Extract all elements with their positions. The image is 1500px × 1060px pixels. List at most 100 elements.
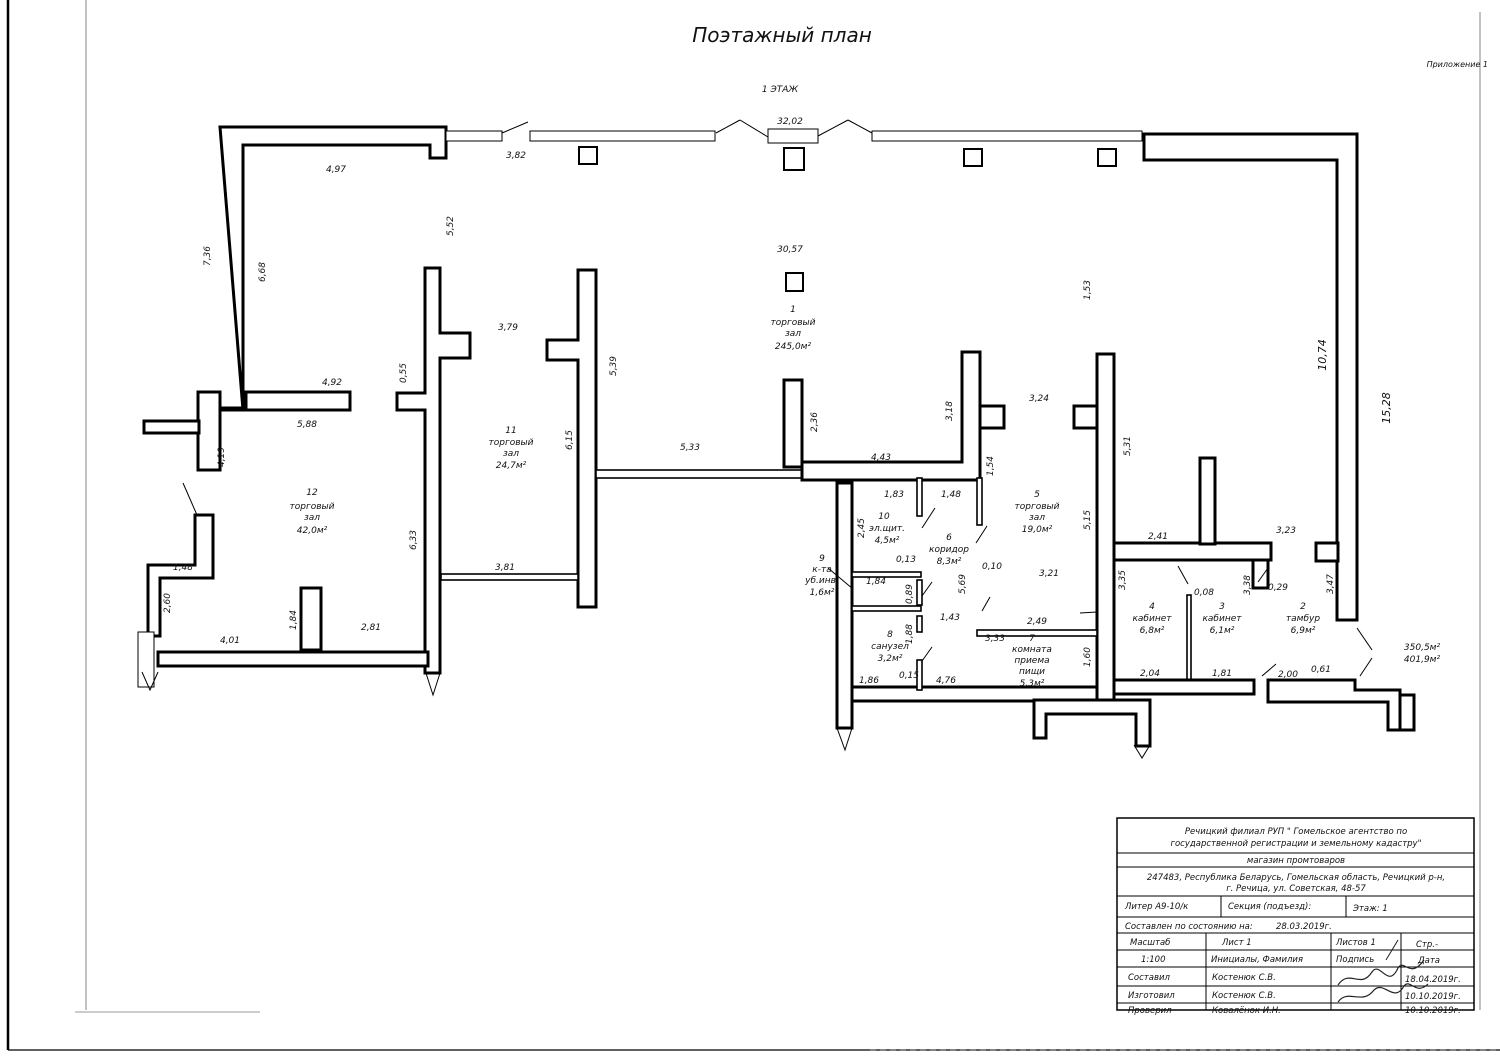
stamp-sign-label: Подпись bbox=[1336, 955, 1374, 965]
dim-2-36: 2,36 bbox=[810, 412, 820, 432]
stamp-scale: 1:100 bbox=[1141, 955, 1166, 965]
svg-text:торговый: торговый bbox=[489, 438, 534, 448]
dim-6-68: 6,68 bbox=[258, 262, 268, 282]
room-9-label: 9 к-та уб.инв. 1,6м² bbox=[804, 554, 839, 598]
room-11-label: 11 торговый зал 24,7м² bbox=[489, 426, 534, 471]
total-area-2: 401,9м² bbox=[1404, 655, 1441, 665]
dim-3-81: 3,81 bbox=[495, 563, 515, 573]
svg-text:к-та: к-та bbox=[812, 565, 831, 575]
svg-text:3: 3 bbox=[1219, 602, 1225, 612]
svg-text:зал: зал bbox=[1029, 513, 1045, 523]
svg-text:комната: комната bbox=[1012, 645, 1052, 655]
columns bbox=[578, 146, 1117, 292]
svg-text:11: 11 bbox=[505, 426, 516, 436]
dim-1-54: 1,54 bbox=[986, 456, 996, 476]
svg-text:тамбур: тамбур bbox=[1286, 614, 1320, 624]
svg-text:245,0м²: 245,0м² bbox=[775, 342, 812, 352]
dim-3-47: 3,47 bbox=[1326, 574, 1336, 594]
dim-5-39: 5,39 bbox=[609, 356, 619, 376]
dim-0-61: 0,61 bbox=[1311, 665, 1331, 675]
svg-text:коридор: коридор bbox=[929, 545, 969, 555]
room-4-label: 4 кабинет 6,8м² bbox=[1132, 602, 1172, 636]
stamp-name-2: Костенюк С.В. bbox=[1212, 991, 1276, 1001]
dim-5-15: 5,15 bbox=[1083, 510, 1093, 530]
svg-text:24,7м²: 24,7м² bbox=[496, 461, 527, 471]
dim-1-53: 1,53 bbox=[1083, 280, 1093, 300]
stamp-date-label: Дата bbox=[1417, 956, 1440, 966]
dim-3-33: 3,33 bbox=[985, 634, 1005, 644]
room-7-label: 7 комната приема пищи 5,3м² bbox=[1012, 634, 1052, 689]
svg-text:6,8м²: 6,8м² bbox=[1140, 626, 1165, 636]
svg-text:9: 9 bbox=[819, 554, 825, 564]
stamp-sheets-label: Листов 1 bbox=[1335, 938, 1376, 948]
dim-30-57: 30,57 bbox=[777, 245, 803, 255]
stamp-role-1: Составил bbox=[1128, 973, 1171, 983]
stamp-name-1: Костенюк С.В. bbox=[1212, 973, 1276, 983]
room-8-label: 8 санузел 3,2м² bbox=[871, 630, 909, 664]
dim-1-48-a: 1,48 bbox=[941, 490, 961, 500]
stamp-org-line1: Речицкий филиал РУП " Гомельское агентст… bbox=[1185, 827, 1407, 837]
svg-text:торговый: торговый bbox=[1015, 502, 1060, 512]
svg-text:12: 12 bbox=[306, 488, 318, 498]
dim-1-83: 1,83 bbox=[884, 490, 904, 500]
dim-0-89: 0,89 bbox=[905, 584, 915, 604]
svg-text:торговый: торговый bbox=[290, 502, 335, 512]
room-1-label: 1 торговый зал 245,0м² bbox=[771, 305, 816, 352]
dim-4-43: 4,43 bbox=[871, 453, 891, 463]
svg-text:1,6м²: 1,6м² bbox=[810, 588, 835, 598]
dim-5-31: 5,31 bbox=[1123, 436, 1133, 456]
title-block: Речицкий филиал РУП " Гомельское агентст… bbox=[1116, 817, 1475, 1016]
svg-text:42,0м²: 42,0м² bbox=[297, 526, 328, 536]
stamp-address-line2: г. Речица, ул. Советская, 48-57 bbox=[1226, 884, 1366, 894]
dim-1-48-b: 1,48 bbox=[173, 563, 193, 573]
room-12-label: 12 торговый зал 42,0м² bbox=[290, 488, 335, 536]
stamp-object: магазин промтоваров bbox=[1247, 856, 1345, 866]
room-5-label: 5 торговый зал 19,0м² bbox=[1015, 490, 1060, 535]
stamp-liter: Литер А9-10/к bbox=[1124, 902, 1189, 912]
room-10-label: 10 эл.щит. 4,5м² bbox=[869, 512, 905, 546]
dim-0-13: 0,13 bbox=[896, 555, 916, 565]
dim-3-82: 3,82 bbox=[506, 151, 526, 161]
stamp-pages-label: Стр.- bbox=[1416, 940, 1438, 950]
svg-text:зал: зал bbox=[503, 449, 519, 459]
svg-text:5: 5 bbox=[1034, 490, 1040, 500]
door-swings bbox=[827, 507, 1373, 677]
dim-1-86: 1,86 bbox=[859, 676, 879, 686]
dim-0-10: 0,10 bbox=[982, 562, 1002, 572]
appendix-label: Приложение 1 bbox=[1427, 60, 1488, 69]
svg-text:кабинет: кабинет bbox=[1202, 614, 1242, 624]
dim-3-18: 3,18 bbox=[945, 401, 955, 421]
dim-4-92: 4,92 bbox=[322, 378, 342, 388]
svg-text:2: 2 bbox=[1300, 602, 1306, 612]
room-labels: 1 торговый зал 245,0м² 11 торговый зал 2… bbox=[290, 305, 1441, 689]
svg-text:6,1м²: 6,1м² bbox=[1210, 626, 1235, 636]
room-2-label: 2 тамбур 6,9м² bbox=[1286, 602, 1320, 636]
svg-text:5,3м²: 5,3м² bbox=[1020, 679, 1045, 689]
dim-2-41: 2,41 bbox=[1148, 532, 1168, 542]
svg-text:4: 4 bbox=[1149, 602, 1155, 612]
svg-text:6,9м²: 6,9м² bbox=[1291, 626, 1316, 636]
dim-2-81: 2,81 bbox=[361, 623, 381, 633]
dim-4-97: 4,97 bbox=[326, 165, 346, 175]
room-6-label: 6 коридор 8,3м² bbox=[929, 533, 969, 567]
dim-5-33: 5,33 bbox=[680, 443, 700, 453]
dim-1-84: 1,84 bbox=[866, 577, 886, 587]
dim-1-88: 1,88 bbox=[905, 624, 915, 644]
dim-2-49: 2,49 bbox=[1027, 617, 1047, 627]
svg-text:санузел: санузел bbox=[871, 642, 909, 652]
dim-1-60: 1,60 bbox=[1083, 647, 1093, 667]
signature-scribble bbox=[1337, 939, 1429, 1003]
stamp-role-2: Изготовил bbox=[1128, 991, 1175, 1001]
dim-10-74: 10,74 bbox=[1316, 339, 1329, 371]
svg-text:3,2м²: 3,2м² bbox=[878, 654, 903, 664]
stamp-floor: Этаж: 1 bbox=[1352, 904, 1388, 914]
svg-text:уб.инв.: уб.инв. bbox=[804, 576, 839, 586]
dim-5-88: 5,88 bbox=[297, 420, 317, 430]
svg-text:8,3м²: 8,3м² bbox=[937, 557, 962, 567]
stamp-name-3: Ковалёнок И.Н. bbox=[1212, 1006, 1281, 1016]
stamp-date-2: 10.10.2019г. bbox=[1405, 992, 1461, 1002]
walls bbox=[142, 125, 1416, 748]
dim-15-28: 15,28 bbox=[1380, 392, 1393, 424]
svg-text:кабинет: кабинет bbox=[1132, 614, 1172, 624]
